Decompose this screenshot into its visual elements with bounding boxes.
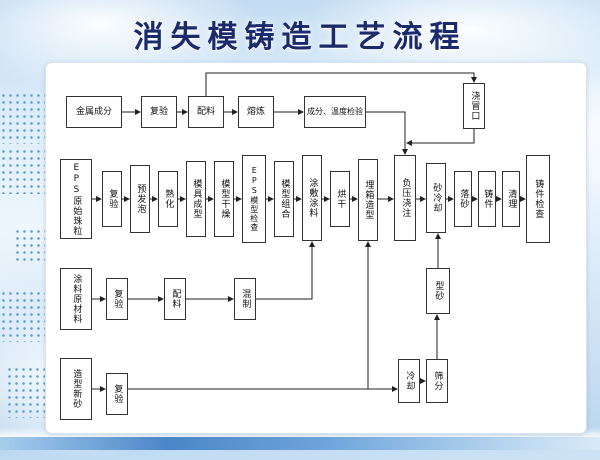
flow-node-sieving: 筛分 [426, 359, 448, 403]
flow-edge-composition-temp-check-to-vacuum-pouring [366, 111, 408, 155]
flow-node-model-assembly: 模型组合 [274, 161, 294, 237]
flow-node-mold-forming: 模具成型 [186, 161, 206, 237]
flow-edge-mixing-to-coating-application [256, 241, 315, 300]
flow-node-cooling: 冷却 [398, 359, 420, 403]
flow-node-coating-application: 涂敷涂料 [302, 155, 322, 241]
flow-node-metal-composition: 金属成分 [66, 96, 122, 128]
flow-node-aging: 熟化 [158, 171, 178, 227]
flow-node-molding-sand: 型砂 [426, 268, 450, 314]
bottom-accent-band [0, 437, 600, 450]
flow-node-melting: 熔炼 [238, 96, 274, 128]
flow-node-recheck-metal: 复验 [141, 96, 177, 128]
flow-connectors [92, 72, 526, 392]
flow-edge-gate-riser-to-vacuum-pouring [406, 129, 475, 146]
flow-node-shakeout: 落砂 [454, 171, 472, 227]
flow-node-eps-raw-beads: EPS原始珠粒 [60, 159, 92, 239]
flow-node-recheck-coating: 复验 [106, 278, 128, 320]
flow-node-batching-coating: 配料 [164, 278, 186, 320]
flow-node-recheck-sand: 复验 [106, 373, 128, 415]
flow-node-composition-temp-check: 成分、温度检验 [304, 96, 366, 128]
flow-node-new-molding-sand: 造型新砂 [60, 358, 92, 420]
flow-node-batching-metal: 配料 [188, 96, 224, 128]
flow-node-model-drying: 模型干燥 [214, 161, 234, 237]
flow-node-gate-riser: 浇冒口 [463, 83, 485, 129]
flow-node-sand-cooling: 砂冷却 [426, 163, 446, 233]
flow-node-cleaning: 清理 [502, 171, 520, 227]
flow-node-mixing: 混制 [234, 278, 256, 320]
flow-edge-batching-metal-to-gate-riser [205, 72, 477, 96]
flow-node-box-molding: 埋箱造型 [358, 159, 378, 241]
flow-node-vacuum-pouring: 负压浇注 [394, 155, 416, 241]
flow-node-coating-raw-material: 涂料原材料 [60, 268, 92, 330]
page-title: 消失模铸造工艺流程 [133, 20, 467, 55]
flow-node-drying: 烘干 [330, 171, 350, 227]
flow-node-eps-model-check: EPS模型检查 [242, 155, 266, 243]
flow-node-recheck-eps: 复验 [102, 171, 122, 227]
flow-node-casting-inspection: 铸件检查 [526, 155, 550, 243]
flow-node-pre-foaming: 预发泡 [130, 165, 150, 233]
flow-node-casting: 铸件 [478, 171, 496, 227]
